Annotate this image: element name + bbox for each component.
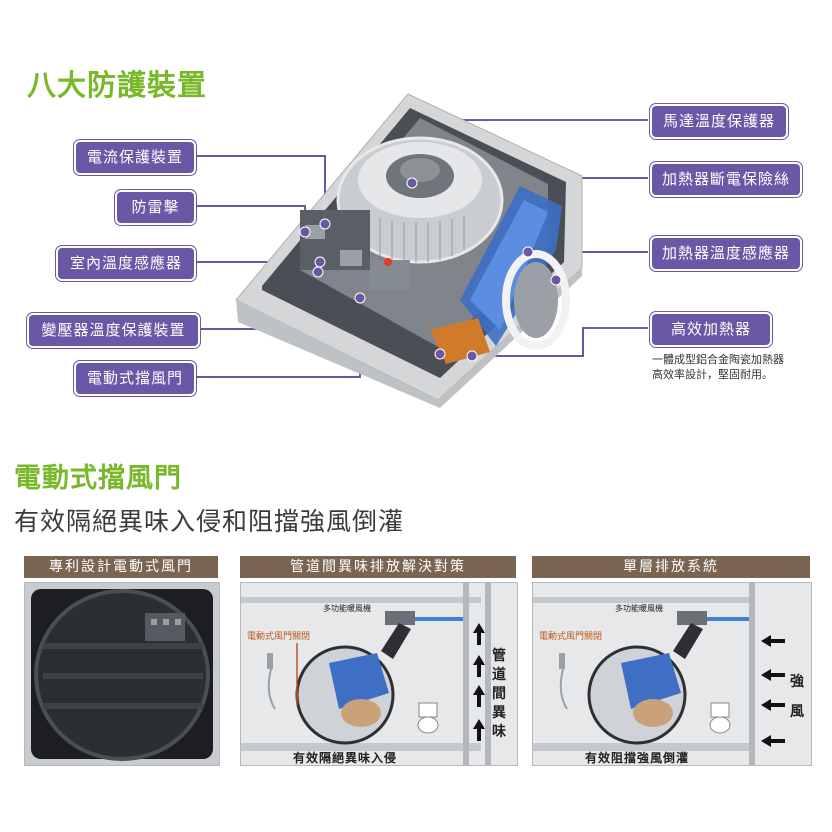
duct-side-char-1: 管 xyxy=(492,648,506,664)
label-current-protection: 電流保護裝置 xyxy=(74,140,196,175)
duct-side-text: 管 道 間 異 味 xyxy=(491,647,507,742)
label-motor-temp-protector: 馬達溫度保護器 xyxy=(650,104,788,139)
label-indoor-temp-sensor: 室內溫度感應器 xyxy=(56,246,196,281)
label-transformer-temp-protection: 變壓器溫度保護裝置 xyxy=(27,313,200,348)
heater-note-line1: 一體成型鋁合金陶瓷加熱器 xyxy=(652,353,784,366)
product-illustration xyxy=(192,93,648,408)
duct-side-char-5: 味 xyxy=(492,724,506,740)
damper-title: 電動式擋風門 xyxy=(14,463,182,494)
device-label-2: 多功能暖風機 xyxy=(615,604,663,613)
door-label-2: 電動式風門關閉 xyxy=(539,632,603,642)
wind-side-text: 強 風 xyxy=(789,667,805,727)
panel-head-duct: 管道間異味排放解決對策 xyxy=(240,556,516,578)
panel-duct: 多功能暖風機 電動式風門關閉 管 道 間 異 味 有效隔絕異味入侵 xyxy=(240,582,518,766)
damper-subtitle: 有效隔絕異味入侵和阻擋強風倒灌 xyxy=(14,507,405,536)
duct-side-char-3: 間 xyxy=(492,686,506,702)
label-lightning-protection: 防雷擊 xyxy=(115,190,196,225)
label-heater-fuse: 加熱器斷電保險絲 xyxy=(650,162,802,197)
door-label: 電動式風門關閉 xyxy=(247,632,311,642)
panel-head-patent: 專利設計電動式風門 xyxy=(24,556,218,578)
device-label: 多功能暖風機 xyxy=(323,604,371,613)
duct-side-char-4: 異 xyxy=(492,705,506,721)
panel-patent-photo xyxy=(24,582,220,766)
damper-photo xyxy=(25,583,219,765)
panel-single-layer: 多功能暖風機 電動式風門關閉 強 風 有效阻擋強風倒灌 xyxy=(532,582,812,766)
section-title: 八大防護裝置 xyxy=(27,68,208,102)
heater-note-line2: 高效率設計，堅固耐用。 xyxy=(652,368,773,381)
duct-caption: 有效隔絕異味入侵 xyxy=(293,751,398,765)
duct-side-char-2: 道 xyxy=(492,667,506,683)
label-electric-damper: 電動式擋風門 xyxy=(74,361,196,396)
duct-diagram xyxy=(241,583,517,765)
single-layer-diagram xyxy=(533,583,811,765)
wind-side-char-1: 強 xyxy=(790,674,804,690)
label-efficient-heater: 高效加熱器 xyxy=(650,312,772,347)
wind-caption: 有效阻擋強風倒灌 xyxy=(585,751,690,765)
wind-side-char-2: 風 xyxy=(790,704,804,720)
panel-head-single-layer: 單層排放系統 xyxy=(532,556,810,578)
heater-note: 一體成型鋁合金陶瓷加熱器 高效率設計，堅固耐用。 xyxy=(652,352,784,382)
label-heater-temp-sensor: 加熱器溫度感應器 xyxy=(650,236,802,271)
